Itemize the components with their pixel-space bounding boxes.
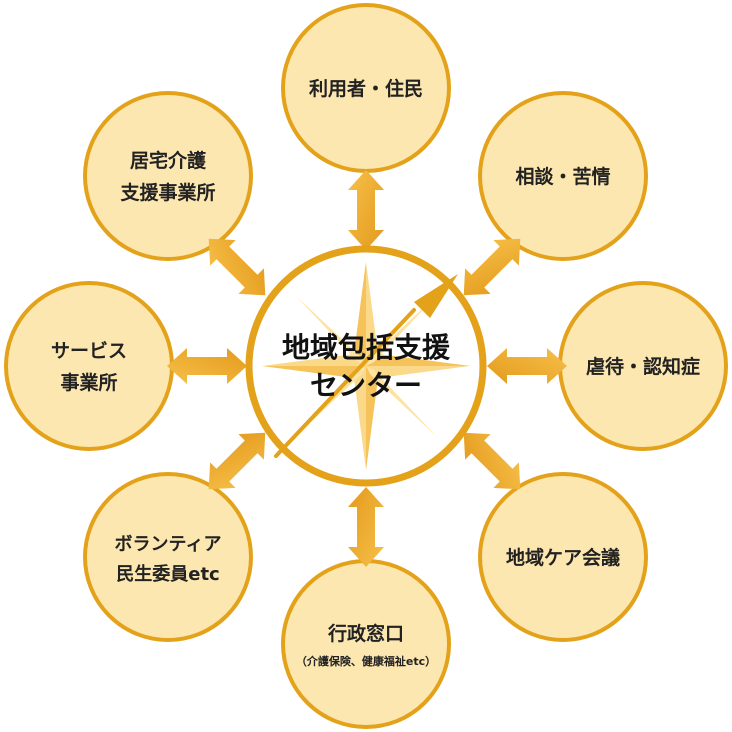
arrow-bottom-right	[463, 432, 521, 490]
node-left: サービス 事業所	[4, 281, 174, 451]
arrow-top-right	[463, 238, 521, 296]
node-top-right: 相談・苦情	[478, 91, 648, 261]
arrow-top	[348, 170, 384, 250]
arrow-top-left	[208, 238, 266, 296]
arrow-bottom	[348, 487, 384, 567]
node-top-left: 居宅介護 支援事業所	[83, 91, 253, 261]
node-right-label: 虐待・認知症	[586, 355, 700, 378]
arrow-right	[487, 348, 567, 384]
node-top: 利用者・住民	[281, 3, 451, 173]
compass-needle-icon	[274, 274, 458, 458]
node-bottom-left: ボランティア 民生委員etc	[83, 472, 253, 642]
node-top-left-line2: 支援事業所	[119, 181, 215, 204]
node-left-line1: サービス	[51, 340, 127, 362]
node-bottom-sub: （介護保険、健康福祉etc）	[296, 654, 436, 668]
compass-star-icon	[262, 262, 470, 470]
node-bottom-right-label: 地域ケア会議	[506, 546, 620, 569]
node-bottom-right: 地域ケア会議	[478, 472, 648, 642]
node-right: 虐待・認知症	[558, 281, 728, 451]
center-hub: 地域包括支援 センター	[245, 245, 487, 487]
center-title-line2: センター	[310, 369, 422, 402]
arrow-left	[167, 348, 247, 384]
node-bottom: 行政窓口 （介護保険、健康福祉etc）	[281, 559, 451, 729]
node-bottom-left-line1: ボランティア	[115, 534, 222, 555]
node-top-left-line1: 居宅介護	[130, 149, 207, 172]
node-bottom-label: 行政窓口	[327, 622, 404, 645]
node-top-right-label: 相談・苦情	[515, 165, 610, 188]
node-top-label: 利用者・住民	[309, 77, 423, 100]
node-left-line2: 事業所	[60, 371, 117, 394]
node-bottom-left-line2: 民生委員etc	[116, 563, 219, 585]
center-title-line1: 地域包括支援	[282, 331, 451, 364]
arrow-bottom-left	[208, 432, 266, 490]
